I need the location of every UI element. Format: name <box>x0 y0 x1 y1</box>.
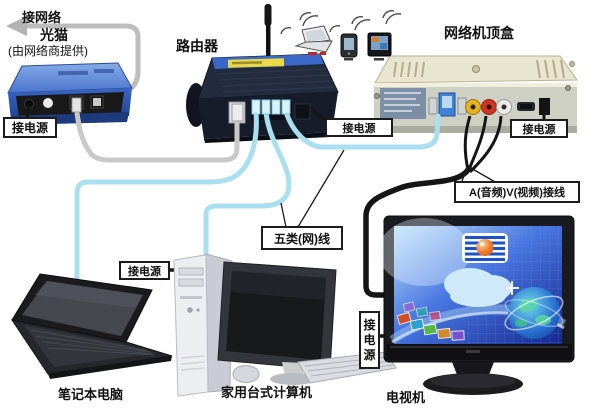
phone-icon <box>340 33 358 61</box>
tv-filmstrip <box>396 301 465 341</box>
router-title: 路由器 <box>176 38 218 54</box>
wan-cable-modem-router <box>73 103 240 163</box>
cat5-cable-laptop <box>74 109 259 287</box>
power-label-modem: 接电源 <box>3 117 57 138</box>
tv-device <box>378 215 575 395</box>
radio-waves-icon <box>280 10 402 35</box>
power-label-desktop: 接电源 <box>119 261 170 280</box>
settop-box-device <box>374 55 578 133</box>
modem-device <box>7 62 133 125</box>
wifi-laptop-icon <box>294 25 333 55</box>
desktop-caption: 家用台式计算机 <box>221 385 313 400</box>
tv-cloud <box>444 268 512 307</box>
wan-plug <box>231 103 244 122</box>
av-cable-bundle <box>363 165 472 298</box>
power-label-settop: 接电源 <box>510 119 568 138</box>
cat5-cable-settop <box>283 109 441 150</box>
antenna <box>266 22 271 64</box>
modem-subtitle: (由网络商提供) <box>8 44 88 58</box>
tv-logo <box>462 233 508 263</box>
av-cable-label: A(音频)V(视频)接线 <box>454 181 580 203</box>
tv-globe <box>504 281 564 339</box>
cat5-label-pointers <box>280 149 345 228</box>
laptop-caption: 笔记本电脑 <box>58 387 124 402</box>
mouse <box>232 365 260 383</box>
tv-caption: 电视机 <box>386 390 426 405</box>
router-device <box>186 4 339 143</box>
laptop-device <box>10 273 173 379</box>
wan-plug <box>71 97 82 113</box>
stb-power-port <box>539 98 550 115</box>
cat5-cable-label: 五类(网)线 <box>261 226 343 250</box>
media-device-icon <box>367 32 392 61</box>
desktop-device <box>173 253 397 397</box>
settop-title: 网络机顶盒 <box>444 25 514 41</box>
power-label-tv: 接电源 <box>359 311 380 369</box>
cat5-plugs <box>251 99 291 115</box>
network-label: 接网络 <box>22 10 62 25</box>
av-label-pointers <box>460 166 498 184</box>
modem-title: 光猫 <box>40 27 68 43</box>
power-label-router: 接电源 <box>325 118 393 137</box>
cat5-cable-desktop <box>203 109 292 265</box>
